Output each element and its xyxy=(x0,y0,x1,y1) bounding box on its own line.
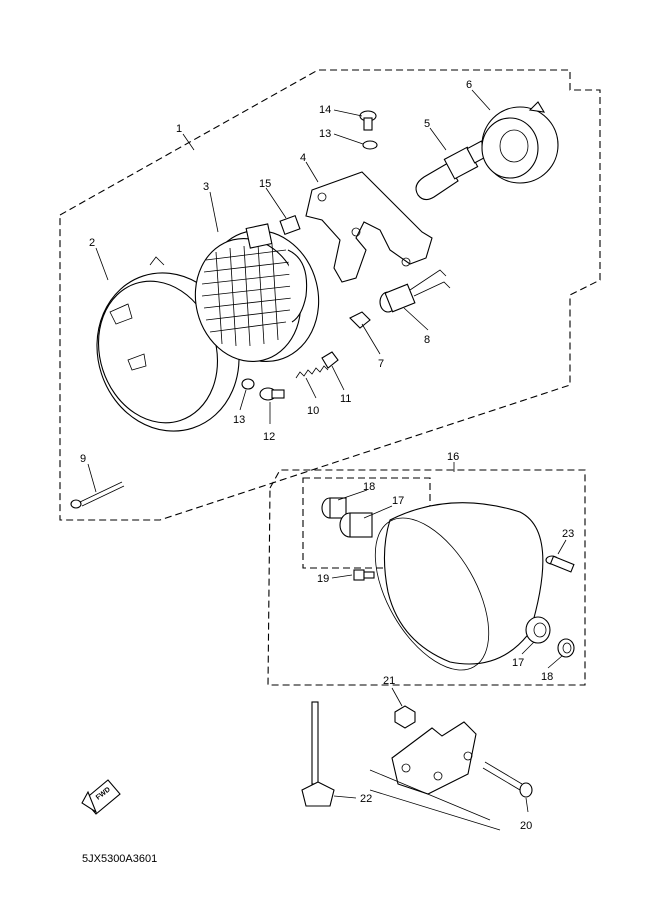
nut-11 xyxy=(321,351,339,369)
screw-14 xyxy=(359,110,377,131)
callout-23: 23 xyxy=(562,528,574,540)
callout-7: 7 xyxy=(378,358,384,370)
mount-bracket xyxy=(391,721,477,795)
washer-13-upper xyxy=(362,140,378,150)
leader-lines xyxy=(87,89,567,813)
callout-18-lower: 18 xyxy=(541,671,553,683)
collar-17-upper xyxy=(339,512,373,538)
bolt-19 xyxy=(353,569,375,581)
callout-22: 22 xyxy=(360,793,372,805)
cable-band-22 xyxy=(301,701,335,807)
mount-base-line-2 xyxy=(369,789,501,831)
callout-13-upper: 13 xyxy=(319,128,331,140)
spring-10 xyxy=(295,365,329,379)
assembly-16-outline xyxy=(267,469,586,686)
callout-20: 20 xyxy=(520,820,532,832)
callout-16: 16 xyxy=(447,451,459,463)
pilot-bulb-7 xyxy=(349,311,371,329)
callout-1: 1 xyxy=(176,123,182,135)
headlight-stay xyxy=(305,171,433,283)
bulb-cover xyxy=(481,101,559,184)
assembly-1-outline xyxy=(59,69,601,521)
collar-17-lower xyxy=(525,616,551,644)
grommet-18-upper xyxy=(321,497,347,519)
callout-18-upper: 18 xyxy=(363,481,375,493)
callout-4: 4 xyxy=(300,152,306,164)
bolt-20 xyxy=(482,761,533,798)
nut-15 xyxy=(279,214,301,236)
nut-21 xyxy=(394,705,416,729)
headlight-rim xyxy=(96,256,240,432)
headlight-housing xyxy=(374,502,544,671)
callout-15: 15 xyxy=(259,178,271,190)
callout-6: 6 xyxy=(466,79,472,91)
callout-17-lower: 17 xyxy=(512,657,524,669)
callout-13-lower: 13 xyxy=(233,414,245,426)
headlight-bulb xyxy=(415,140,490,201)
callout-5: 5 xyxy=(424,118,430,130)
mount-base-line-1 xyxy=(369,769,491,821)
assembly-16-inner-outline xyxy=(302,477,431,569)
socket-cord-8 xyxy=(379,269,451,313)
callout-12: 12 xyxy=(263,431,275,443)
callout-9: 9 xyxy=(80,453,86,465)
callout-2: 2 xyxy=(89,237,95,249)
callout-3: 3 xyxy=(203,181,209,193)
callout-17-upper: 17 xyxy=(392,495,404,507)
callout-19: 19 xyxy=(317,573,329,585)
callout-14: 14 xyxy=(319,104,331,116)
washer-13-lower xyxy=(241,378,255,390)
diagram-code: 5JX5300A3601 xyxy=(82,853,157,865)
grommet-18-lower xyxy=(557,638,575,658)
collar-23 xyxy=(545,555,575,573)
callout-8: 8 xyxy=(424,334,430,346)
forward-arrow-icon: FWD xyxy=(81,779,121,815)
callout-10: 10 xyxy=(307,405,319,417)
screw-12 xyxy=(259,387,285,401)
screw-9 xyxy=(70,481,125,509)
callout-11: 11 xyxy=(340,393,351,405)
sealed-beam-unit xyxy=(194,223,320,363)
callout-21: 21 xyxy=(383,675,395,687)
